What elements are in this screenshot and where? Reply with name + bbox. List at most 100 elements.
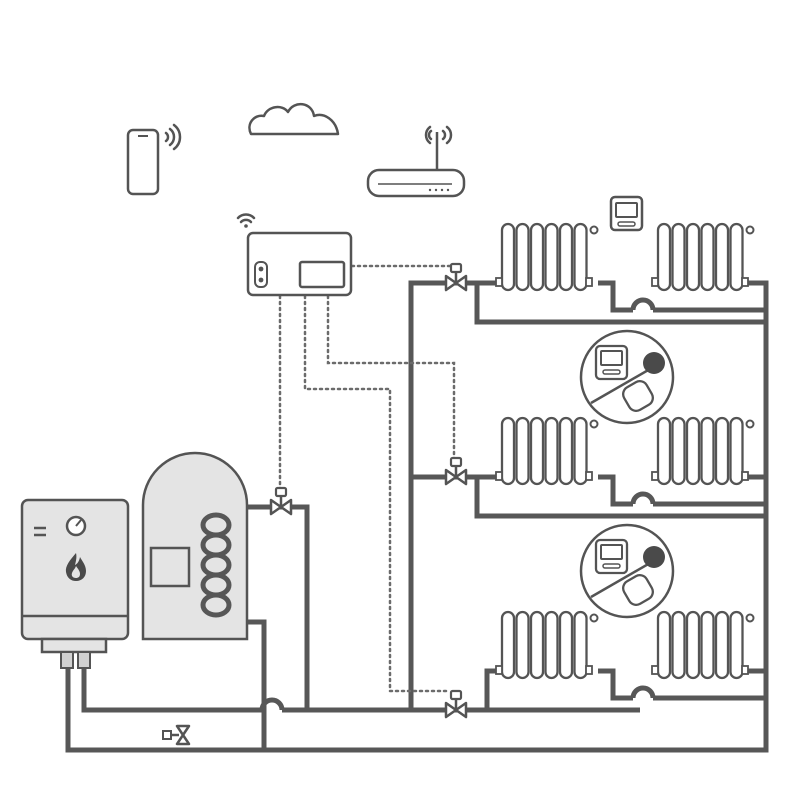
wireless-thermostat-callout [581, 331, 673, 423]
zone-valve-icon [446, 458, 466, 484]
controller-wifi-icon [238, 215, 254, 228]
cylinder-label-plate [151, 548, 189, 586]
radiator-fin [560, 418, 572, 484]
radiator-fin [716, 612, 728, 678]
radiator-fin [658, 224, 670, 290]
radiator-fin [673, 612, 685, 678]
radiator-fin [560, 612, 572, 678]
valve-actuator [451, 458, 461, 466]
radiator-fin [502, 224, 514, 290]
radiator-fin [673, 224, 685, 290]
zone3-link [598, 671, 633, 698]
boiler-flow-pipe [84, 666, 262, 710]
radiator-inlet [652, 666, 658, 674]
boiler-outlet-left [61, 652, 73, 668]
radiator-fin [517, 612, 529, 678]
zone-valve-icon [446, 691, 466, 717]
wire-zone3-valve [305, 296, 448, 691]
zone-valve-icon [446, 264, 466, 290]
radiator-bleed-valve [591, 227, 598, 234]
radiator-fin [517, 418, 529, 484]
radiator-fin [531, 418, 543, 484]
radiator-fin [546, 612, 558, 678]
radiator-fin [731, 224, 743, 290]
zone3-crossover [633, 688, 653, 698]
radiator-icon [652, 612, 754, 678]
radiator-fin [531, 224, 543, 290]
radiator-fin [731, 418, 743, 484]
zone1-link [598, 283, 633, 310]
radiator-inlet [652, 472, 658, 480]
radiator-outlet [742, 666, 748, 674]
radiator-outlet [586, 666, 592, 674]
zone-valve-icon [271, 488, 291, 514]
radiator-fin [716, 418, 728, 484]
zone1-crossover [633, 300, 653, 310]
radiator-icon [496, 224, 598, 290]
temperature-sensor-icon [643, 546, 665, 568]
controller-button-pad [255, 262, 267, 287]
radiator-fin [517, 224, 529, 290]
room-thermostat-icon [611, 197, 642, 230]
radiator-fin [546, 224, 558, 290]
zone2-link [598, 477, 633, 504]
radiator-bleed-valve [747, 227, 754, 234]
radiator-fin [702, 224, 714, 290]
radiator-outlet [586, 278, 592, 286]
wireless-thermostat-callout [581, 525, 673, 617]
smartphone-icon [128, 125, 180, 194]
boiler-base [42, 639, 106, 652]
radiator-inlet [496, 472, 502, 480]
radiator-fin [731, 612, 743, 678]
bypass-valve-icon [163, 726, 189, 744]
radiator-fin [531, 612, 543, 678]
valve-actuator [451, 264, 461, 272]
cloud-icon [249, 104, 338, 134]
phone-signal-icon [166, 125, 180, 149]
radiator-inlet [496, 278, 502, 286]
controller-display [300, 262, 344, 287]
radiator-fin [546, 418, 558, 484]
radiator-icon [496, 418, 598, 484]
radiator-bleed-valve [747, 615, 754, 622]
radiator-fin [502, 418, 514, 484]
router-signal-icon [426, 127, 451, 143]
wifi-router-icon [368, 127, 464, 196]
zone3-flow [487, 671, 498, 710]
main-riser [411, 283, 498, 710]
zone2-crossover [633, 494, 653, 504]
radiator-outlet [742, 472, 748, 480]
radiator-fin [575, 418, 587, 484]
valve-actuator [276, 488, 286, 496]
temperature-sensor-icon [643, 352, 665, 374]
radiator-fin [658, 418, 670, 484]
radiator-fin [716, 224, 728, 290]
radiator-inlet [496, 666, 502, 674]
hot-water-cylinder [143, 453, 247, 639]
boiler [22, 500, 128, 668]
valve-actuator [451, 691, 461, 699]
radiator-bleed-valve [747, 421, 754, 428]
radiator-fin [673, 418, 685, 484]
radiator-fin [687, 418, 699, 484]
radiator-outlet [586, 472, 592, 480]
radiator-icon [652, 224, 754, 290]
radiator-icon [496, 612, 598, 678]
boiler-gauge-icon [67, 517, 85, 535]
radiator-fin [560, 224, 572, 290]
radiator-fin [658, 612, 670, 678]
heating-controller-icon [238, 215, 351, 295]
radiator-fin [687, 224, 699, 290]
zone-valves [271, 264, 466, 717]
radiator-bleed-valve [591, 421, 598, 428]
radiator-fin [502, 612, 514, 678]
radiator-fin [687, 612, 699, 678]
room-thermostat-icon [596, 540, 627, 573]
radiator-fin [575, 224, 587, 290]
radiator-bleed-valve [591, 615, 598, 622]
radiator-fin [702, 418, 714, 484]
boiler-outlet-right [78, 652, 90, 668]
room-thermostat-icon [596, 346, 627, 379]
